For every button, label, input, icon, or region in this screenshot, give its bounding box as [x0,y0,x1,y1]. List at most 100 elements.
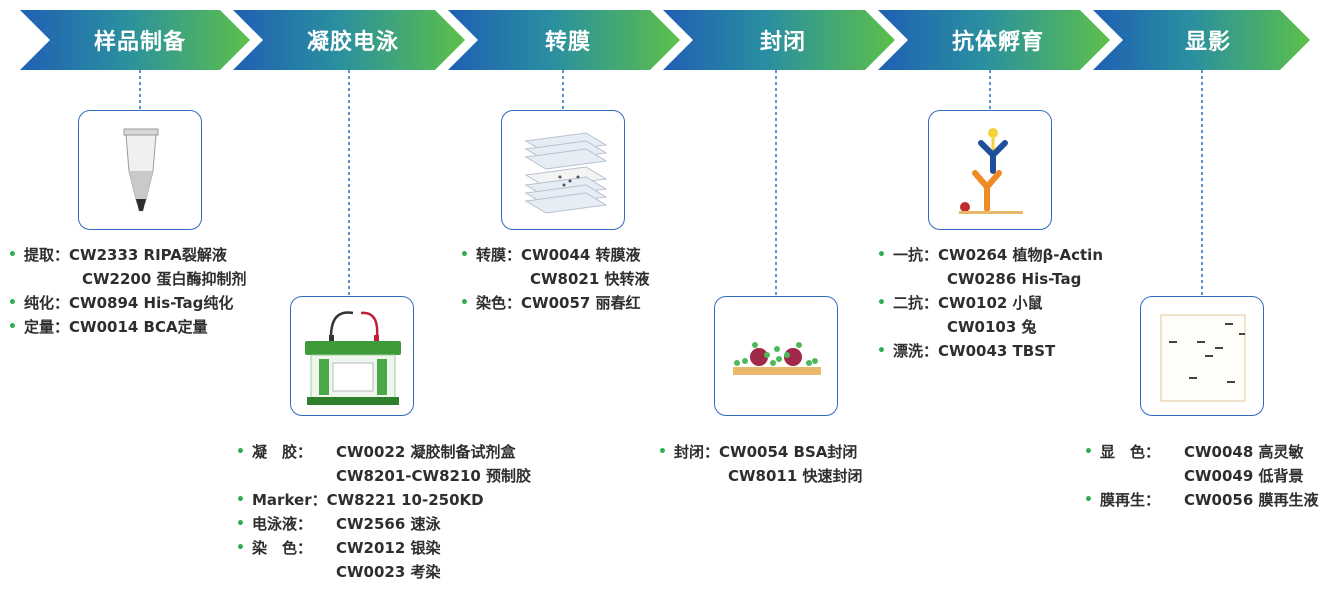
electrophoresis-tank-icon [305,311,401,405]
bullet-dot: • [236,516,245,532]
row-label: 纯化： [24,294,70,312]
row-label: 染 色： [252,539,313,557]
step-chevron-1 [20,10,250,70]
row-label: 转膜： [476,246,522,264]
step-label-electrophoresis: 凝胶电泳 [306,30,399,55]
row-value: CW0014 BCA定量 [69,318,208,336]
row-label: 二抗： [893,294,939,312]
bullet-dot: • [877,295,886,311]
product-row: • 膜再生： CW0056 膜再生液 [1084,488,1319,512]
electrophoresis-image-box [290,296,414,416]
bullet-dot: • [877,343,886,359]
product-row: • 纯化：CW0894 His-Tag纯化 [8,291,247,315]
row-value: CW2012 银染 [336,539,441,557]
row-value: CW2333 RIPA裂解液 [69,246,227,264]
step-label-antibody: 抗体孵育 [951,30,1044,55]
product-row: CW8011 快速封闭 [658,464,863,488]
row-value: CW0056 膜再生液 [1184,491,1319,509]
bullet-dot: • [460,247,469,263]
imaging-image-box [1140,296,1264,416]
row-value: CW0102 小鼠 [938,294,1043,312]
product-row: •转膜：CW0044 转膜液 [460,243,650,267]
transfer-products: •转膜：CW0044 转膜液 CW8021 快转液 •染色：CW0057 丽春红 [460,243,650,315]
microcentrifuge-tube-icon [123,128,159,211]
row-value: CW0103 兔 [947,318,1037,336]
product-row: • 染 色： CW2012 银染 [236,536,531,560]
row-label: 膜再生： [1100,491,1161,509]
step-chevron-2 [233,10,465,70]
blocking-products: • 封闭：CW0054 BSA封闭 CW8011 快速封闭 [658,440,863,488]
bullet-dot: • [658,444,667,460]
row-value: CW0049 低背景 [1184,467,1304,485]
blot-film-icon [1160,314,1246,402]
step-chevron-4 [663,10,895,70]
row-value: CW0894 His-Tag纯化 [69,294,234,312]
step-chevron-5 [878,10,1110,70]
product-row: CW0103 兔 [877,315,1103,339]
product-row: •电泳液：CW2566 速泳 [236,512,531,536]
product-row: •显 色：CW0048 高灵敏 [1084,440,1319,464]
row-label: Marker： [252,491,327,509]
sample-prep-image-box [78,110,202,230]
row-label: 提取： [24,246,70,264]
bullet-dot: • [236,444,245,460]
product-row: CW0286 His-Tag [877,267,1103,291]
row-value: CW0043 TBST [938,342,1056,360]
bullet-dot: • [8,319,17,335]
bullet-dot: • [1084,492,1093,508]
step-chevron-3 [448,10,680,70]
bullet-dot: • [8,247,17,263]
product-row: • 漂洗：CW0043 TBST [877,339,1103,363]
bullet-dot: • [236,492,245,508]
product-row: • 提取：CW2333 RIPA裂解液 [8,243,247,267]
bullet-dot: • [236,540,245,556]
row-label: 漂洗： [893,342,939,360]
sample-prep-products: •提取：CW2333 RIPA裂解液 CW2200 蛋白酶抑制剂 •纯化：CW0… [8,243,247,339]
blocking-membrane-icon [733,342,821,375]
product-row: • 封闭：CW0054 BSA封闭 [658,440,863,464]
product-row: • 二抗：CW0102 小鼠 [877,291,1103,315]
transfer-image-box [501,110,625,230]
row-value: CW2566 速泳 [336,515,441,533]
product-row: CW0049 低背景 [1084,464,1319,488]
product-row: • 一抗：CW0264 植物β-Actin [877,243,1103,267]
product-row: CW8021 快转液 [460,267,650,291]
row-value: CW8221 10-250KD [326,491,484,509]
product-row: • 凝 胶： CW0022 凝胶制备试剂盒 [236,440,531,464]
step-label-transfer: 转膜 [544,30,591,55]
row-value: CW2200 蛋白酶抑制剂 [82,270,247,288]
row-value: CW0054 BSA封闭 [719,443,858,461]
step-chevron-6 [1093,10,1310,70]
antibody-image-box [928,110,1052,230]
row-value: CW8021 快转液 [530,270,650,288]
row-value: CW0023 考染 [336,563,441,581]
bullet-dot: • [460,295,469,311]
blocking-image-box [714,296,838,416]
row-value: CW0057 丽春红 [521,294,641,312]
step-label-imaging: 显影 [1184,30,1231,55]
row-value: CW0264 植物β-Actin [938,246,1103,264]
row-label: 染色： [476,294,522,312]
row-label: 一抗： [893,246,939,264]
row-value: CW0286 His-Tag [947,270,1082,288]
bullet-dot: • [1084,444,1093,460]
membrane-stack-icon [524,132,608,214]
product-row: • 染色：CW0057 丽春红 [460,291,650,315]
step-label-blocking: 封闭 [759,30,806,55]
product-row: • 定量：CW0014 BCA定量 [8,315,247,339]
bullet-dot: • [877,247,886,263]
electrophoresis-products: • 凝 胶： CW0022 凝胶制备试剂盒 CW8201-CW8210 预制胶 • M… [236,440,531,584]
row-value: CW8011 快速封闭 [728,467,863,485]
row-label: 凝 胶： [252,443,313,461]
row-value: CW0022 凝胶制备试剂盒 [336,443,516,461]
antibody-icon [959,128,1023,214]
product-row: CW8201-CW8210 预制胶 [236,464,531,488]
row-label: 封闭： [674,443,720,461]
product-row: • Marker：CW8221 10-250KD [236,488,531,512]
step-label-sample-prep: 样品制备 [93,30,186,55]
row-value: CW0048 高灵敏 [1184,443,1304,461]
row-value: CW8201-CW8210 预制胶 [336,467,532,485]
row-label: 定量： [24,318,70,336]
bullet-dot: • [8,295,17,311]
